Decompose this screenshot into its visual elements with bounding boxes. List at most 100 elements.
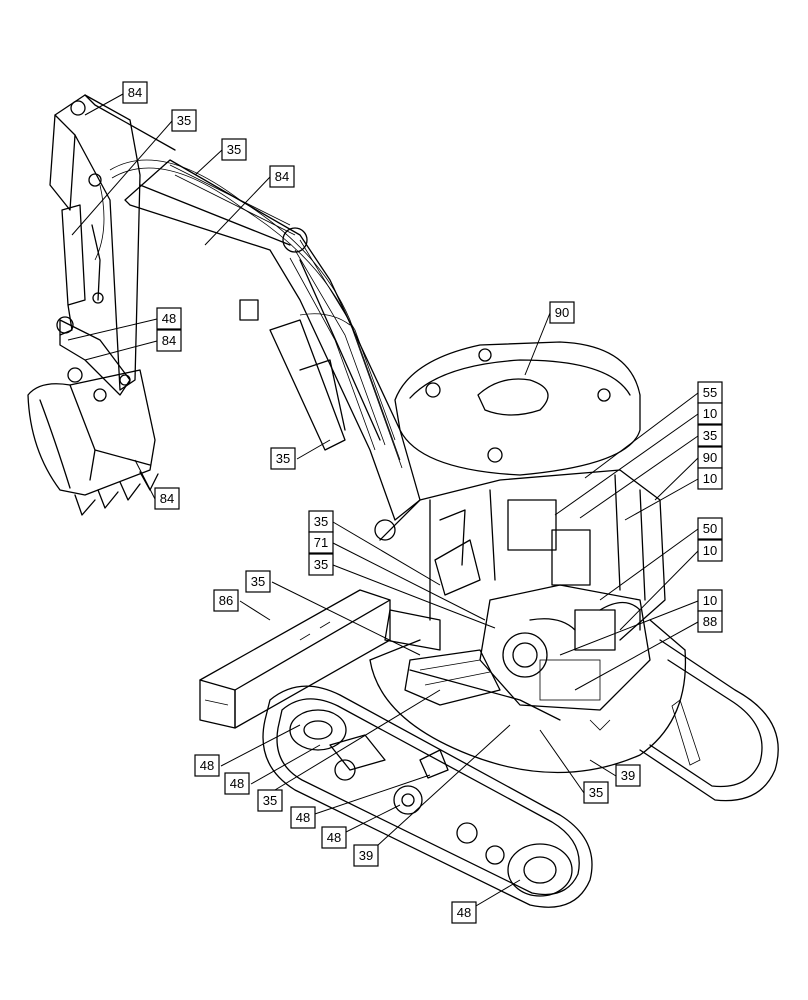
callout-box [194,754,220,777]
callout-48: 48 [224,772,250,795]
callout-35: 35 [583,781,609,804]
callout-84: 84 [122,81,148,104]
callout-number: 88 [703,614,717,629]
callout-48: 48 [156,307,182,330]
callout-number: 84 [162,333,176,348]
callout-50: 50 [697,517,723,540]
upper-structure [379,341,666,731]
callout-box [697,424,723,447]
callout-number: 35 [589,785,603,800]
callout-39: 39 [353,844,379,867]
callout-10: 10 [697,539,723,562]
callout-number: 10 [703,543,717,558]
callout-number: 86 [219,593,233,608]
front-track [262,685,593,908]
callout-box [321,826,347,849]
callout-number: 39 [359,848,373,863]
callout-35: 35 [270,447,296,470]
callout-box [308,553,334,576]
rear-track [639,639,779,802]
callout-number: 84 [275,169,289,184]
callout-number: 35 [314,557,328,572]
callout-number: 84 [128,85,142,100]
callout-number: 10 [703,406,717,421]
callout-35: 35 [221,138,247,161]
callout-box [697,467,723,490]
callout-box [451,901,477,924]
callout-number: 90 [703,450,717,465]
callout-box [697,517,723,540]
callout-number: 84 [160,491,174,506]
callout-39: 39 [615,764,641,787]
callout-box [697,610,723,633]
dozer-blade [199,589,391,729]
callout-box [308,531,334,554]
callout-35: 35 [697,424,723,447]
callout-box [697,539,723,562]
callout-box [224,772,250,795]
callout-box [290,806,316,829]
callout-90: 90 [697,446,723,469]
callout-box [213,589,239,612]
callout-90: 90 [549,301,575,324]
callout-box [156,307,182,330]
callout-number: 48 [296,810,310,825]
callout-84: 84 [269,165,295,188]
callout-35: 35 [308,510,334,533]
callout-box [549,301,575,324]
callout-number: 48 [230,776,244,791]
excavator-illustration [27,94,779,908]
leader-lines [67,93,699,914]
callout-10: 10 [697,589,723,612]
callout-number: 39 [621,768,635,783]
callout-number: 71 [314,535,328,550]
callout-55: 55 [697,381,723,404]
callout-number: 35 [227,142,241,157]
callout-number: 90 [555,305,569,320]
callout-35: 35 [257,789,283,812]
callout-box [269,165,295,188]
callout-box [154,487,180,510]
callout-box [221,138,247,161]
callout-labels: 84 35 35 84 48 84 90 35 55 10 35 90 84 10 35 50 71 10 35 35… [122,81,723,924]
callout-box [156,329,182,352]
callout-48: 48 [321,826,347,849]
callout-number: 48 [200,758,214,773]
callout-box [697,402,723,425]
callout-84: 84 [154,487,180,510]
callout-number: 48 [327,830,341,845]
callout-84: 84 [156,329,182,352]
callout-number: 35 [276,451,290,466]
arm [49,94,176,391]
callout-box [245,570,271,593]
callout-88: 88 [697,610,723,633]
callout-86: 86 [213,589,239,612]
callout-box [270,447,296,470]
callout-box [257,789,283,812]
callout-number: 10 [703,593,717,608]
callout-35: 35 [245,570,271,593]
callout-box [353,844,379,867]
callout-35: 35 [171,109,197,132]
callout-number: 35 [251,574,265,589]
bucket [27,319,159,516]
callout-48: 48 [451,901,477,924]
callout-35: 35 [308,553,334,576]
callout-number: 48 [162,311,176,326]
callout-number: 50 [703,521,717,536]
callout-48: 48 [290,806,316,829]
boom [124,159,421,541]
callout-number: 35 [177,113,191,128]
callout-10: 10 [697,402,723,425]
callout-number: 48 [457,905,471,920]
callout-number: 35 [263,793,277,808]
hydraulic-hoses [94,159,403,469]
callout-number: 55 [703,385,717,400]
callout-48: 48 [194,754,220,777]
callout-number: 35 [703,428,717,443]
callout-box [122,81,148,104]
callout-box [171,109,197,132]
lower-body [369,619,687,774]
callout-number: 10 [703,471,717,486]
